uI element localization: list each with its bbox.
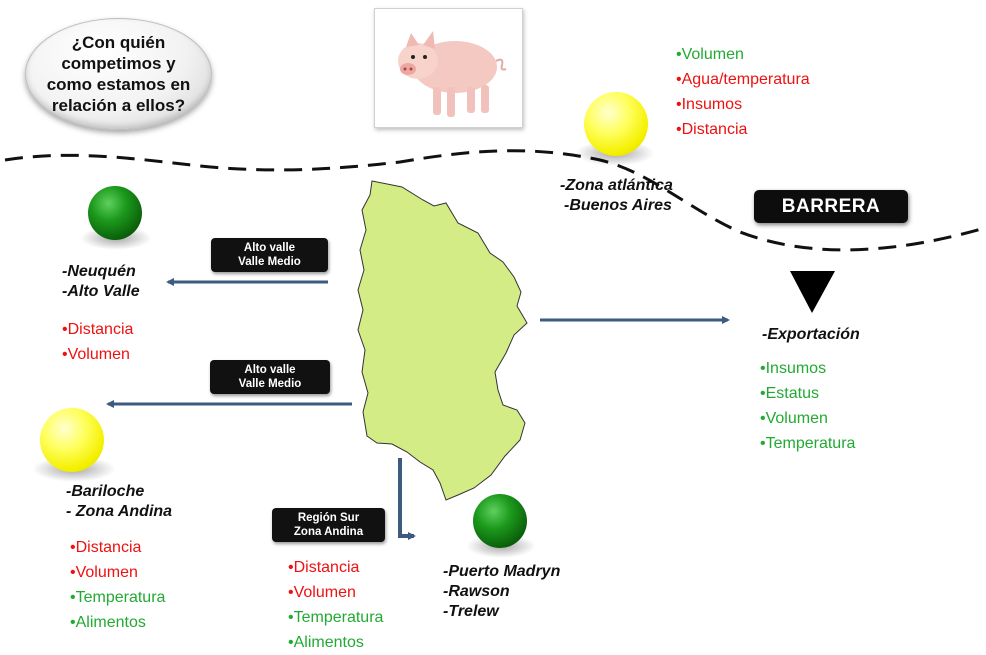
green-light-neuquen xyxy=(88,186,142,240)
export-place: -Exportación xyxy=(762,326,860,343)
place-label: -Zona atlántica xyxy=(560,177,673,194)
list-item: •Distancia xyxy=(70,539,142,556)
list-item: •Insumos xyxy=(760,360,827,377)
yellow-light-atlantic xyxy=(584,92,648,156)
barrier-label: BARRERA xyxy=(754,190,908,223)
list-item: •Volumen xyxy=(676,46,744,63)
list-item: •Distancia xyxy=(62,321,134,338)
province-map xyxy=(357,180,528,501)
green-light-madryn xyxy=(473,494,527,548)
madryn-places: -Puerto Madryn -Rawson -Trelew xyxy=(443,562,560,622)
place-label: -Bariloche xyxy=(66,483,145,500)
bariloche-places: -Bariloche - Zona Andina xyxy=(66,482,172,522)
place-label: -Buenos Aires xyxy=(564,197,672,214)
barrier-dashed-line xyxy=(4,149,986,252)
list-item: •Temperatura xyxy=(760,435,856,452)
south-issues-list: •Distancia •Volumen •Temperatura •Alimen… xyxy=(288,555,383,655)
down-triangle-icon xyxy=(790,271,835,313)
question-bubble: ¿Con quién competimos y como estamos en … xyxy=(25,18,212,130)
list-item: •Temperatura xyxy=(288,609,384,626)
place-label: -Alto Valle xyxy=(62,283,140,300)
place-label: -Rawson xyxy=(443,583,510,600)
bariloche-issues-list: •Distancia •Volumen •Temperatura •Alimen… xyxy=(70,535,165,635)
arrow-to-madryn xyxy=(398,458,416,540)
yellow-light-bariloche xyxy=(40,408,104,472)
list-item: •Distancia xyxy=(676,121,748,138)
atlantic-places: -Zona atlántica -Buenos Aires xyxy=(560,176,673,216)
neuquen-issues-list: •Distancia •Volumen xyxy=(62,317,133,367)
list-item: •Temperatura xyxy=(70,589,166,606)
route-tag-neuquen: Alto valle Valle Medio xyxy=(211,238,328,272)
list-item: •Estatus xyxy=(760,385,819,402)
list-item: •Volumen xyxy=(288,584,356,601)
list-item: •Distancia xyxy=(288,559,360,576)
pig-icon xyxy=(398,31,507,117)
route-tag-south: Región Sur Zona Andina xyxy=(272,508,385,542)
list-item: •Volumen xyxy=(62,346,130,363)
pig-photo xyxy=(374,8,523,128)
atlantic-issues-list: •Volumen •Agua/temperatura •Insumos •Dis… xyxy=(676,42,810,142)
list-item: •Volumen xyxy=(70,564,138,581)
list-item: •Insumos xyxy=(676,96,743,113)
list-item: •Agua/temperatura xyxy=(676,71,810,88)
place-label: -Puerto Madryn xyxy=(443,563,561,580)
list-item: •Alimentos xyxy=(70,614,146,631)
list-item: •Alimentos xyxy=(288,634,364,651)
route-tag-bariloche: Alto valle Valle Medio xyxy=(210,360,330,394)
place-label: -Neuquén xyxy=(62,263,136,280)
list-item: •Volumen xyxy=(760,410,828,427)
place-label: - Zona Andina xyxy=(66,503,173,520)
neuquen-places: -Neuquén -Alto Valle xyxy=(62,262,140,302)
place-label: -Trelew xyxy=(443,603,499,620)
export-issues-list: •Insumos •Estatus •Volumen •Temperatura xyxy=(760,356,855,456)
